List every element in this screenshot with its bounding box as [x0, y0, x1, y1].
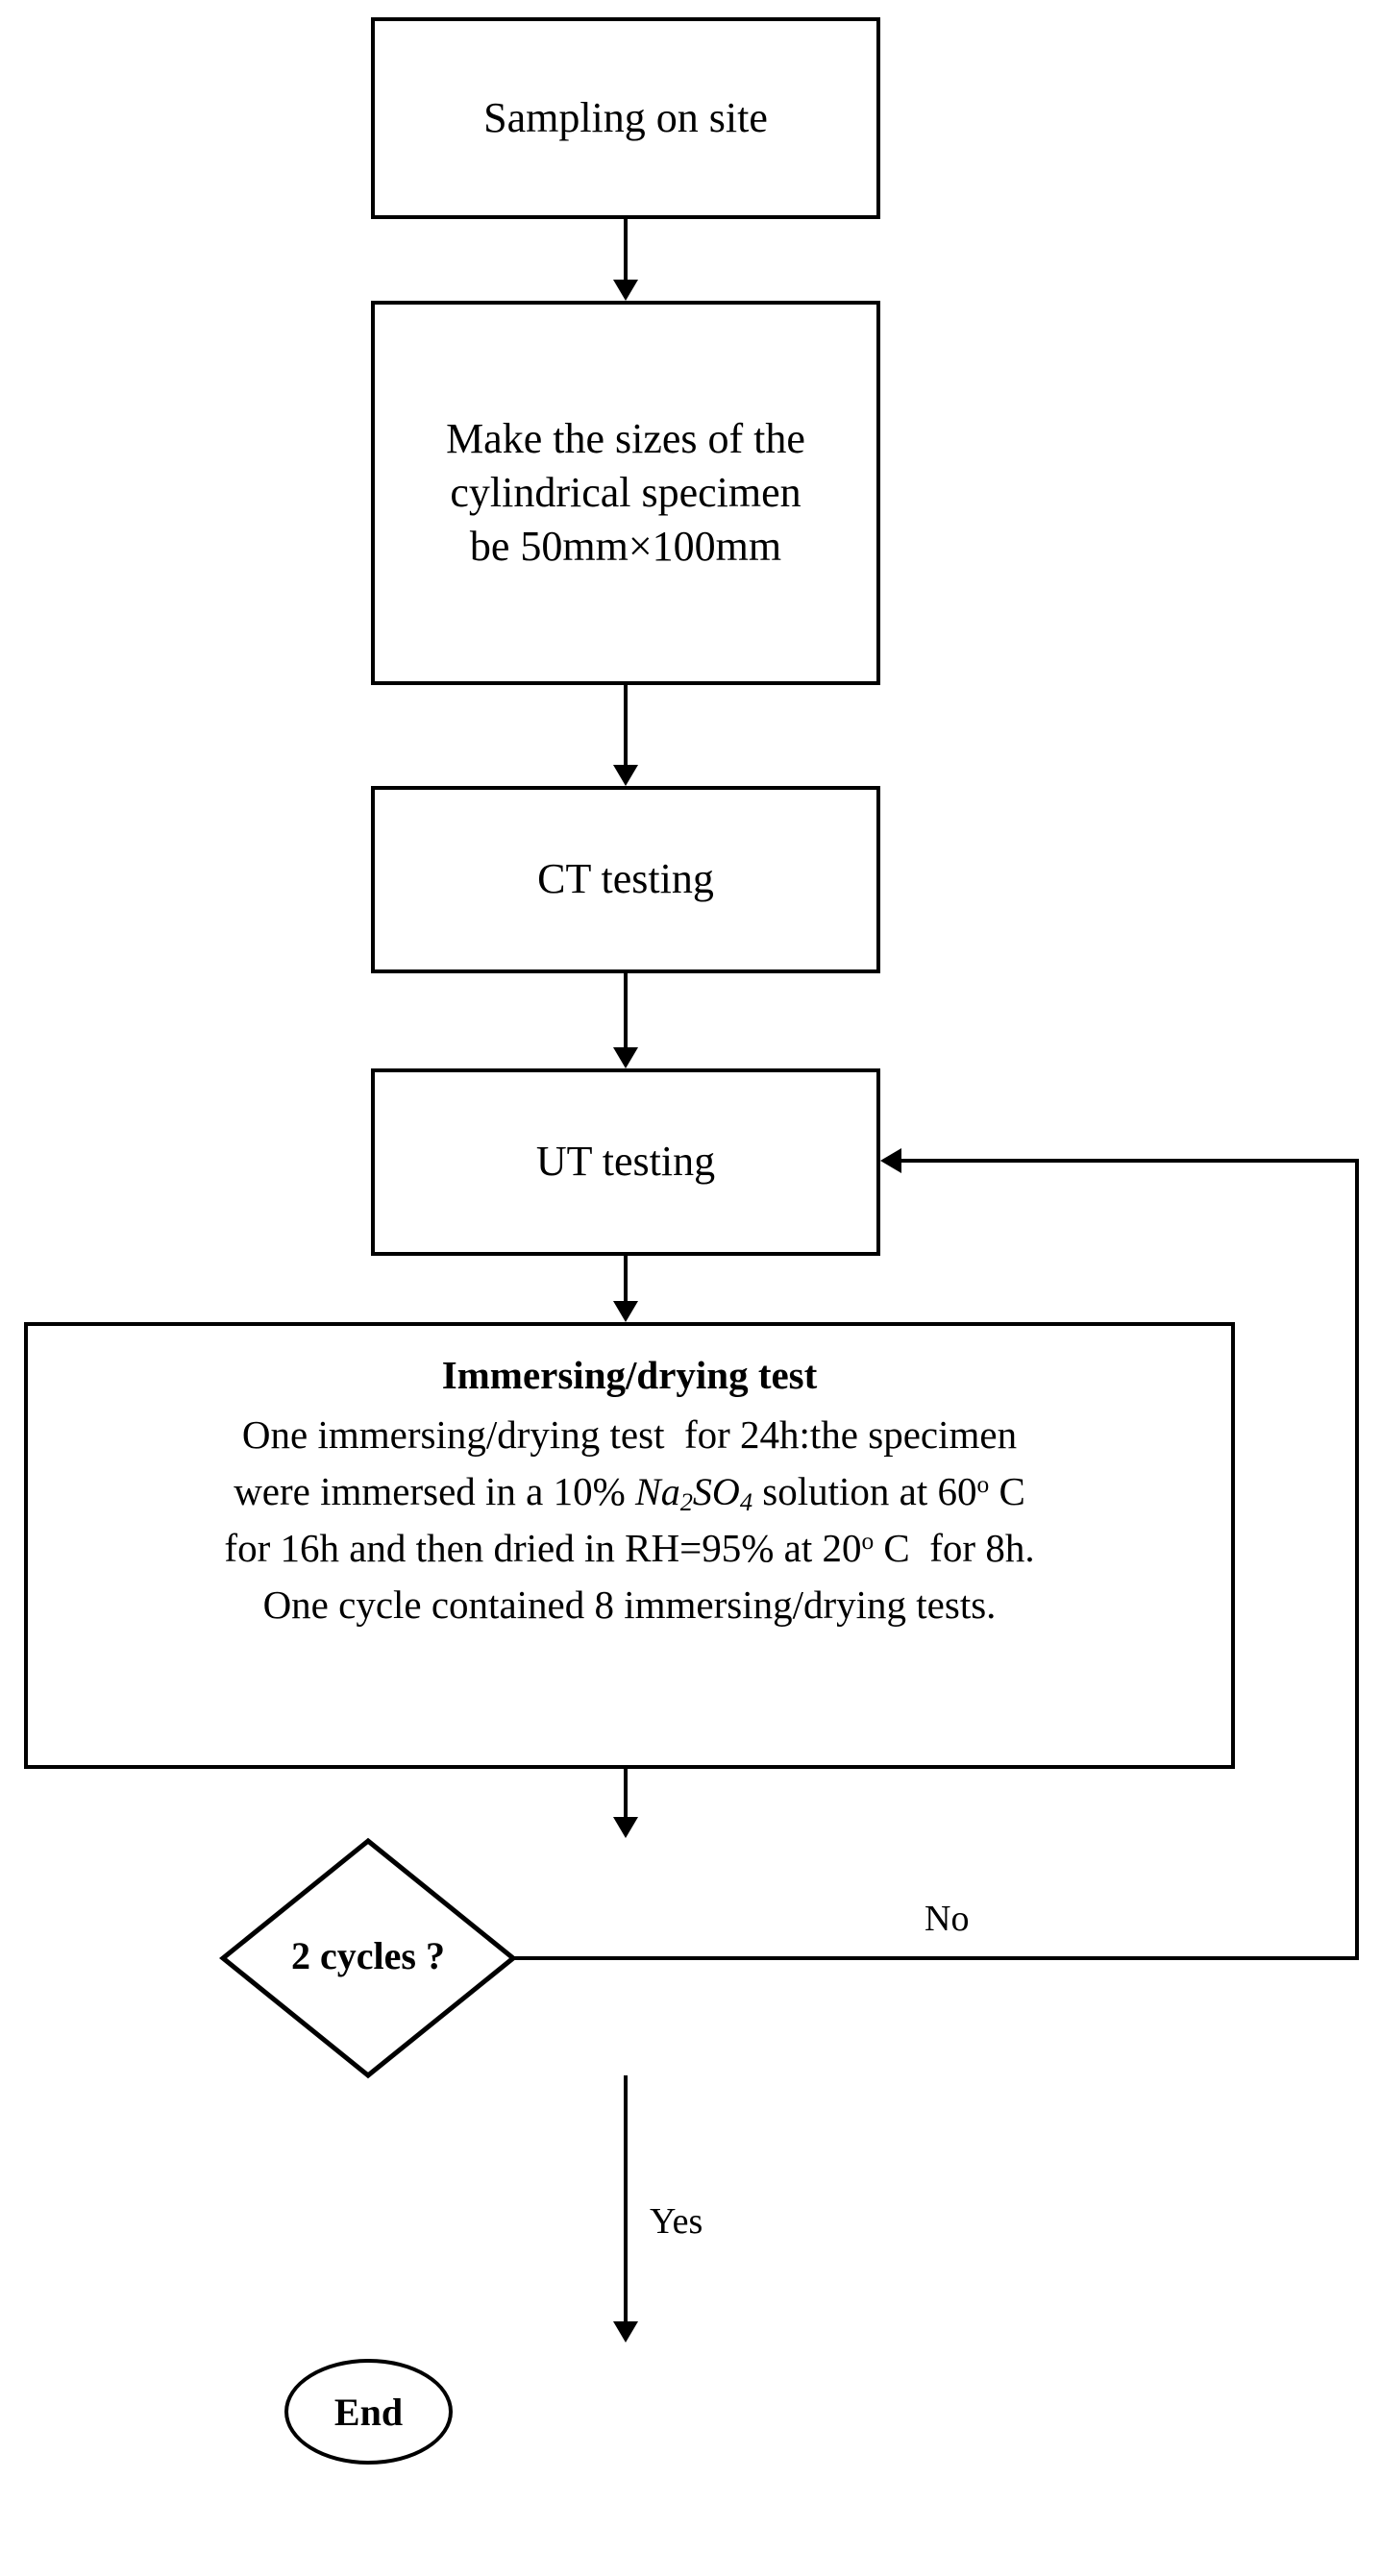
node-decision-two-cycles[interactable] — [219, 1837, 517, 2079]
connector-yes-line — [624, 2075, 628, 2321]
node-end-label: End — [333, 2390, 404, 2434]
node-end-terminator[interactable]: End — [284, 2359, 453, 2465]
degree-symbol-20: o — [861, 1528, 875, 1556]
node-immersing-line4: One cycle contained 8 immersing/drying t… — [262, 1582, 997, 1628]
node-immersing-drying-test[interactable]: Immersing/drying test One immersing/dryi… — [24, 1322, 1235, 1769]
chemical-formula-sodium-sulfate: Na2SO4 — [635, 1470, 753, 1517]
node-decision-label: 2 cycles ? — [291, 1934, 445, 1977]
edge-label-no: No — [925, 1899, 970, 1939]
connector-no-horizontal-line — [513, 1956, 1359, 1960]
node-specimen-sizes-text: Make the sizes of the cylindrical specim… — [375, 412, 876, 575]
diamond-shape — [219, 1837, 517, 2079]
node-ct-testing[interactable]: CT testing — [371, 786, 880, 973]
connector-sizes-to-ct-line — [624, 685, 628, 765]
chem-na: Na — [635, 1470, 680, 1514]
connector-no-arrow — [880, 1148, 901, 1173]
edge-label-yes: Yes — [650, 2201, 703, 2242]
node-immersing-line3-prefix: for 16h and then dried in RH=95% at 20 — [224, 1526, 862, 1571]
connector-yes-arrow — [613, 2321, 638, 2343]
node-immersing-line2-suffix: C — [989, 1469, 1025, 1514]
connector-ut-to-immersing-arrow — [613, 1301, 638, 1322]
node-immersing-line2-mid: solution at 60 — [752, 1469, 977, 1514]
connector-no-vertical-line — [1355, 1159, 1359, 1958]
node-immersing-line3: for 16h and then dried in RH=95% at 20o … — [28, 1520, 1231, 1577]
connector-immersing-to-decision-line — [624, 1769, 628, 1817]
node-specimen-sizes[interactable]: Make the sizes of the cylindrical specim… — [371, 301, 880, 685]
node-specimen-sizes-line1: Make the sizes of the — [446, 414, 805, 462]
node-ut-testing-label: UT testing — [535, 1138, 716, 1186]
node-immersing-line3-suffix: C for 8h. — [874, 1526, 1035, 1571]
chem-so: SO — [692, 1470, 740, 1514]
node-sampling-on-site[interactable]: Sampling on site — [371, 17, 880, 219]
node-immersing-title: Immersing/drying test — [441, 1353, 818, 1397]
connector-sampling-to-sizes-line — [624, 219, 628, 280]
node-specimen-sizes-line2: cylindrical specimen — [450, 468, 801, 516]
chem-na-subscript: 2 — [679, 1487, 693, 1517]
connector-no-return-line — [901, 1159, 1357, 1163]
connector-sampling-to-sizes-arrow — [613, 280, 638, 301]
node-immersing-line2: were immersed in a 10% Na2SO4 solution a… — [28, 1463, 1231, 1520]
connector-sizes-to-ct-arrow — [613, 765, 638, 786]
connector-immersing-to-decision-arrow — [613, 1817, 638, 1838]
node-immersing-line1: One immersing/drying test for 24h:the sp… — [241, 1412, 1018, 1458]
connector-ut-to-immersing-line — [624, 1256, 628, 1301]
node-specimen-sizes-line3: be 50mm×100mm — [469, 523, 782, 571]
node-ut-testing[interactable]: UT testing — [371, 1068, 880, 1256]
degree-symbol-60: o — [976, 1471, 990, 1499]
node-ct-testing-label: CT testing — [537, 855, 714, 903]
connector-ct-to-ut-arrow — [613, 1047, 638, 1068]
connector-ct-to-ut-line — [624, 973, 628, 1047]
node-immersing-line2-prefix: were immersed in a 10% — [234, 1469, 636, 1514]
chem-so-subscript: 4 — [739, 1487, 753, 1517]
node-sampling-label: Sampling on site — [483, 93, 768, 141]
